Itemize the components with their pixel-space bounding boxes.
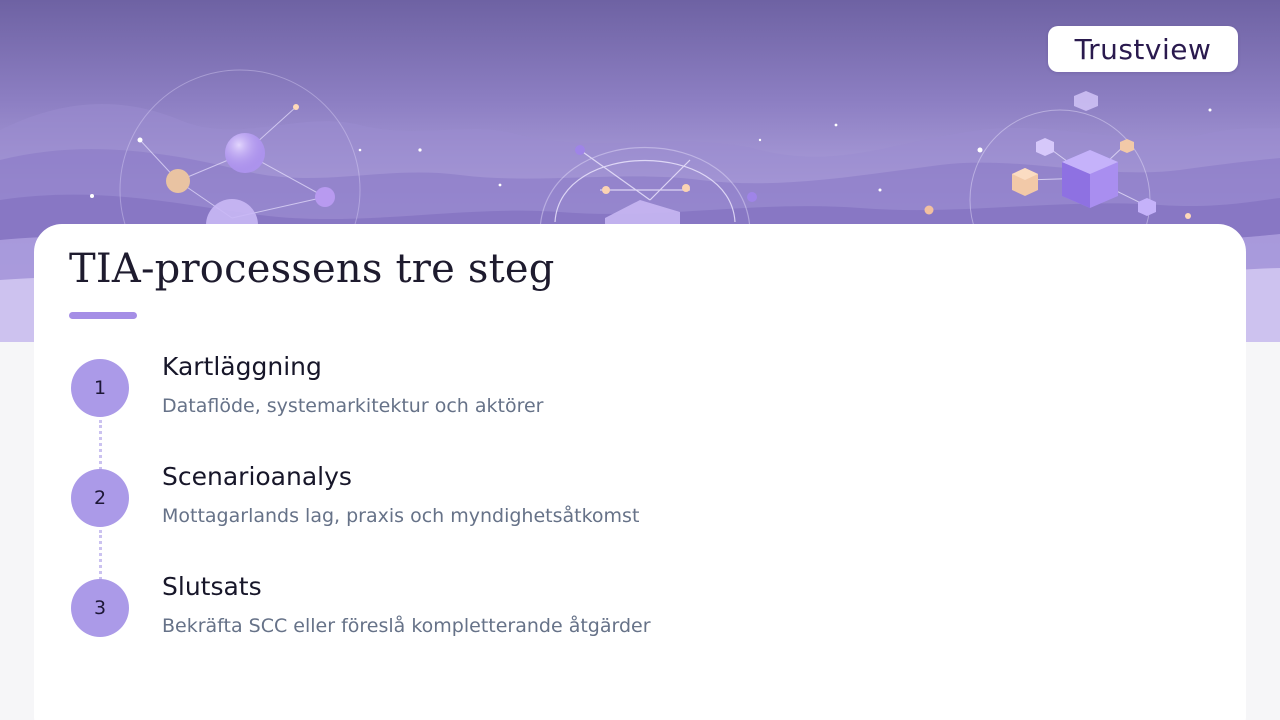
brand-logo: Trustview (1048, 26, 1238, 72)
step-description: Bekräfta SCC eller föreslå kompletterand… (162, 615, 651, 637)
step-connector (99, 530, 102, 580)
step-number-badge: 2 (71, 469, 129, 527)
step-description: Dataflöde, systemarkitektur och aktörer (162, 395, 544, 417)
title-accent-bar (69, 312, 137, 319)
step-title: Slutsats (162, 572, 262, 601)
step-title: Kartläggning (162, 352, 322, 381)
brand-logo-text: Trustview (1074, 32, 1212, 66)
step-title: Scenarioanalys (162, 462, 352, 491)
step-number-badge: 1 (71, 359, 129, 417)
content-card: TIA-processens tre steg 1 Kartläggning D… (34, 224, 1246, 720)
step-description: Mottagarlands lag, praxis och myndighets… (162, 505, 640, 527)
step-connector (99, 420, 102, 470)
step-number-badge: 3 (71, 579, 129, 637)
slide-title: TIA-processens tre steg (69, 246, 555, 292)
